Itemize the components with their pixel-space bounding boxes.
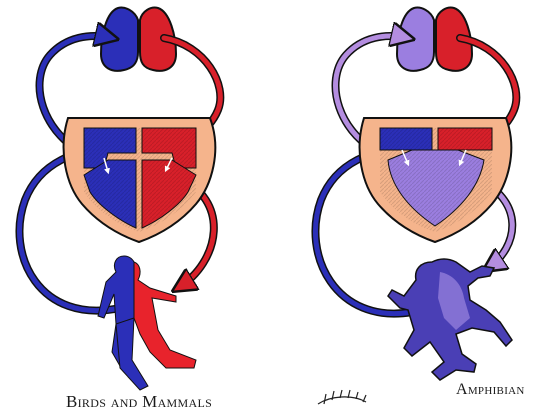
- amphibian-diagram: [315, 8, 516, 404]
- human-icon: [98, 256, 196, 390]
- frog-icon: [388, 259, 512, 380]
- caption-birds-and-mammals: Birds and Mammals: [66, 392, 212, 412]
- decorative-sketch: [318, 390, 366, 404]
- heart-icon: [360, 118, 512, 242]
- caption-amphibian: Amphibian: [456, 381, 525, 399]
- heart-icon: [64, 118, 216, 242]
- birds-mammals-diagram: [19, 8, 220, 390]
